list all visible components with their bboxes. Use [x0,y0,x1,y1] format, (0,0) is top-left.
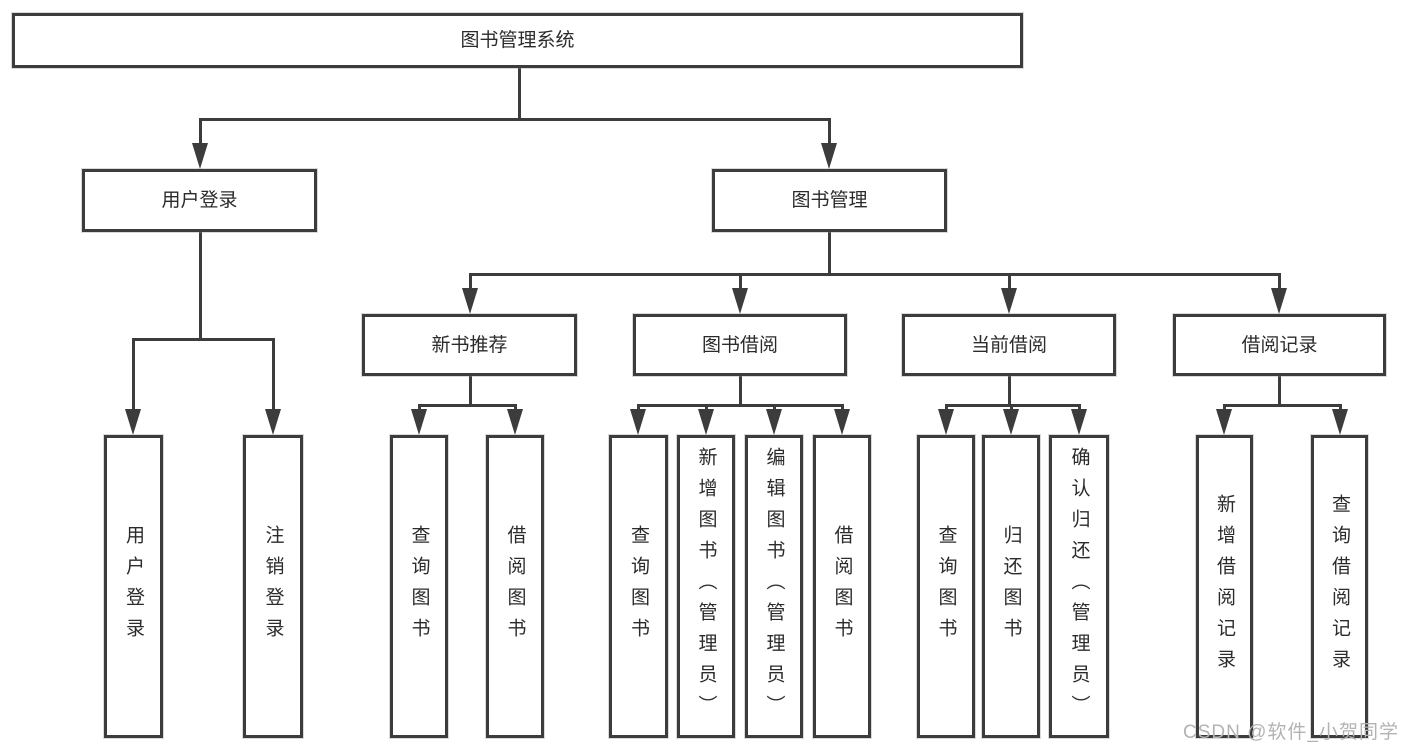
connector-drop [418,404,421,412]
leaf-user-login: 用户登录 [103,434,164,739]
node-label: 借阅记录 [1241,334,1318,356]
connector-root-branch [199,118,831,121]
node-current-borrowing: 当前借阅 [901,313,1117,377]
connector-branch [1223,404,1340,407]
node-book-management: 图书管理 [711,168,948,233]
connector-drop [514,404,517,412]
leaf-borrow-books-2: 借阅图书 [812,434,872,739]
leaf-label: 查询借阅记录 [1329,493,1350,680]
connector-stem [1008,376,1011,404]
arrowhead [766,409,782,435]
connector-stem [1278,376,1281,404]
node-label: 图书管理 [791,190,868,211]
arrowhead [732,288,748,314]
connector-drop [1278,273,1281,289]
connector-stem [469,376,472,404]
leaf-borrow-books-1: 借阅图书 [485,434,545,739]
connector-drop [637,404,640,412]
leaf-label: 查询图书 [408,524,430,649]
connector-drop [1223,404,1226,412]
node-book-borrowing: 图书借阅 [632,313,848,377]
leaf-logout: 注销登录 [242,434,304,739]
connector-drop [199,118,202,145]
arrowhead [507,409,523,435]
connector-drop [739,273,742,289]
leaf-label: 新增图书（管理员） [695,447,717,726]
connector-drop [773,404,776,412]
connector-drop [1339,404,1342,412]
node-new-book-recommend: 新书推荐 [361,313,578,377]
connector-book-mgmt-stem [828,232,831,273]
arrowhead [1216,409,1232,435]
node-borrowing-records: 借阅记录 [1172,313,1387,377]
leaf-label: 新增借阅记录 [1214,493,1235,680]
node-label: 图书借阅 [701,334,778,356]
leaf-label: 编辑图书（管理员） [763,447,785,726]
leaf-query-books-3: 查询图书 [916,434,976,739]
connector-user-login-branch [132,338,275,341]
connector-drop [1010,404,1013,412]
connector-drop [1078,404,1081,412]
arrowhead [411,409,427,435]
connector-root-stem [518,68,521,118]
leaf-add-borrow-record: 新增借阅记录 [1195,434,1254,739]
arrowhead [265,409,281,435]
leaf-label: 用户登录 [123,524,144,649]
arrowhead [125,409,141,435]
leaf-return-books: 归还图书 [981,434,1041,739]
leaf-label: 借阅图书 [831,524,853,649]
arrowhead [938,409,954,435]
connector-drop [828,118,831,145]
node-label: 新书推荐 [431,334,508,356]
node-library-management-system: 图书管理系统 [11,12,1024,69]
csdn-watermark: CSDN @软件_小贺同学 [1183,722,1399,743]
leaf-confirm-return-admin: 确认归还（管理员） [1048,434,1110,739]
leaf-query-books-2: 查询图书 [608,434,669,739]
arrowhead [1332,409,1348,435]
leaf-edit-books-admin: 编辑图书（管理员） [744,434,804,739]
leaf-label: 归还图书 [1000,524,1022,649]
leaf-query-borrow-record: 查询借阅记录 [1310,434,1369,739]
connector-user-login-stem [199,232,202,338]
leaf-label: 借阅图书 [504,524,526,649]
connector-branch [637,404,843,407]
arrowhead [192,143,208,169]
node-label: 用户登录 [161,190,238,211]
arrowhead [1071,409,1087,435]
arrowhead [821,143,837,169]
leaf-add-books-admin: 新增图书（管理员） [676,434,736,739]
node-label: 当前借阅 [970,334,1047,356]
arrowhead [834,409,850,435]
arrowhead [630,409,646,435]
connector-book-mgmt-branch [469,273,1280,276]
connector-stem [739,376,742,404]
leaf-label: 注销登录 [262,524,284,649]
connector-drop [272,338,275,410]
arrowhead [1271,288,1287,314]
leaf-label: 查询图书 [628,524,649,649]
arrowhead [462,288,478,314]
connector-drop [705,404,708,412]
leaf-label: 查询图书 [935,524,957,649]
leaf-query-books-1: 查询图书 [389,434,449,739]
connector-drop [132,338,135,410]
connector-branch [418,404,516,407]
node-label: 图书管理系统 [460,30,575,51]
leaf-label: 确认归还（管理员） [1068,447,1090,726]
arrowhead [1003,409,1019,435]
arrowhead [698,409,714,435]
connector-drop [469,273,472,289]
node-user-login: 用户登录 [81,168,318,233]
connector-drop [945,404,948,412]
arrowhead [1001,288,1017,314]
connector-drop [1008,273,1011,289]
connector-drop [841,404,844,412]
